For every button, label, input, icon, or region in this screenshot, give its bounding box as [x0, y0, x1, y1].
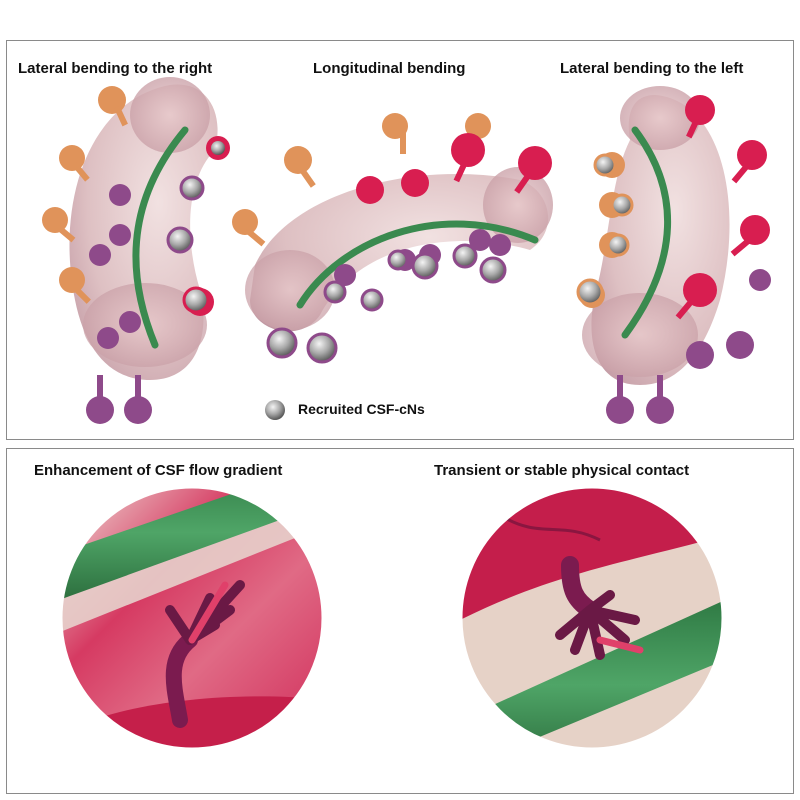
reissner-fiber — [296, 220, 539, 309]
legend-recruited-icon — [265, 400, 285, 420]
csf-flow-circle — [62, 488, 322, 748]
title-lateral-right: Lateral bending to the right — [18, 60, 213, 77]
legend-label: Recruited CSF-cNs — [298, 401, 425, 417]
title-physical-contact: Transient or stable physical contact — [434, 462, 690, 479]
physical-contact-circle — [462, 488, 722, 748]
reissner-fiber — [621, 126, 671, 339]
reissner-fiber — [462, 600, 722, 748]
neuron-purple — [86, 184, 771, 424]
title-longitudinal: Longitudinal bending — [313, 60, 466, 77]
tube-lateral-left — [582, 86, 730, 385]
title-csf-flow: Enhancement of CSF flow gradient — [34, 462, 283, 479]
tube-lateral-right — [69, 77, 218, 380]
recruited-csf-cn — [166, 141, 634, 364]
reissner-fiber — [132, 126, 189, 349]
title-lateral-left: Lateral bending to the left — [560, 60, 744, 77]
neuron-orange — [42, 86, 625, 308]
tube-longitudinal — [245, 167, 553, 332]
